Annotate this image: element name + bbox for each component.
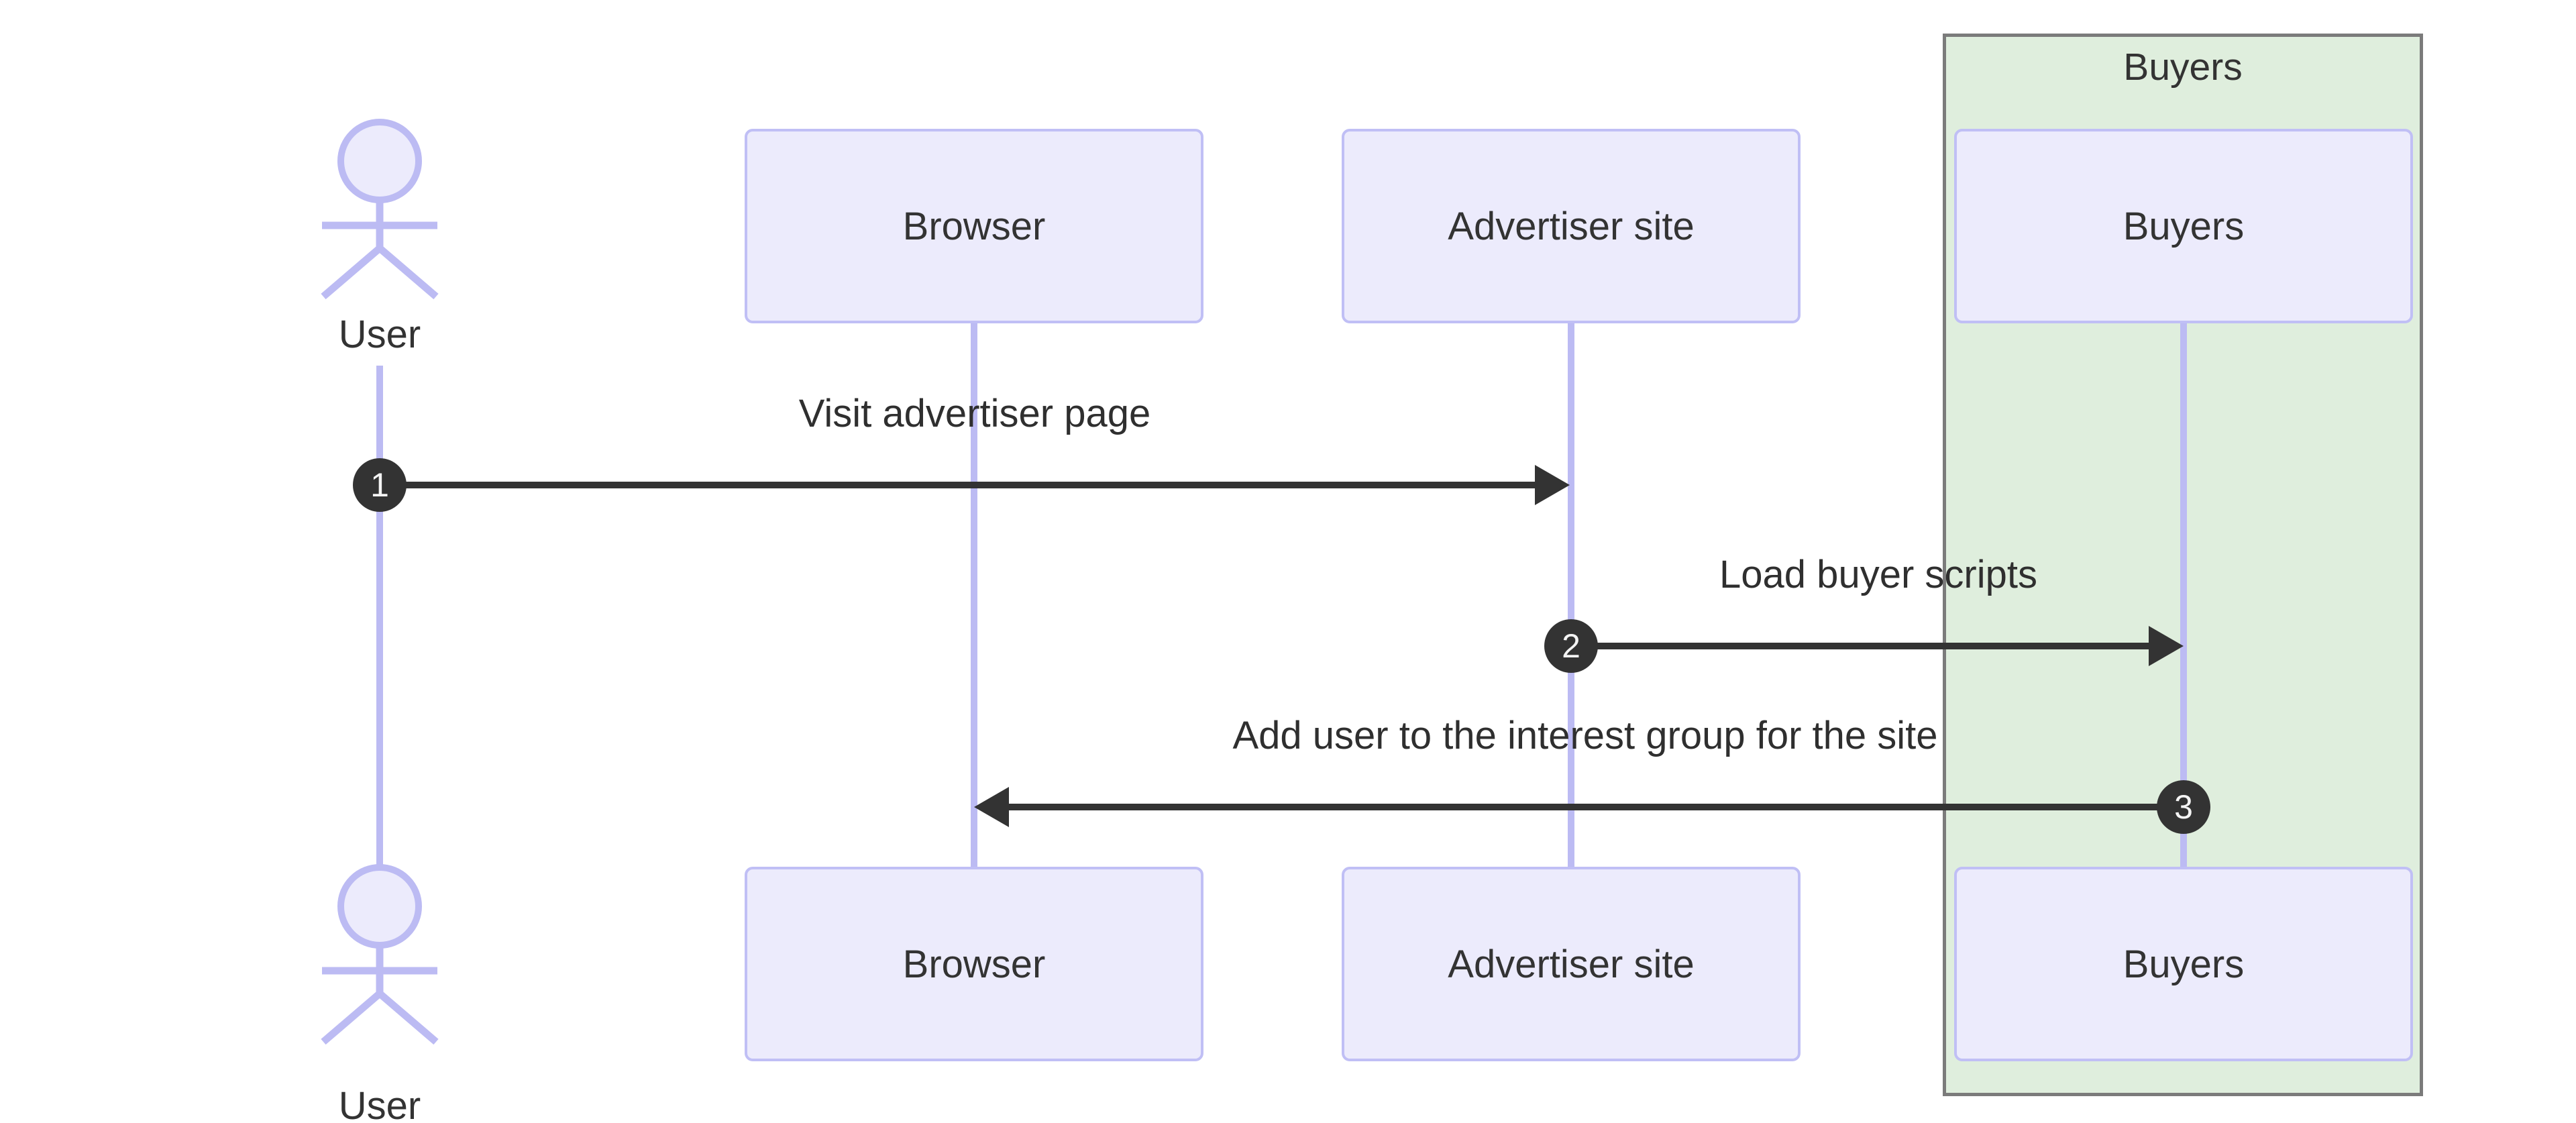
participant-label: Advertiser site: [1448, 942, 1695, 986]
participant-box-buyers-top: Buyers: [1954, 129, 2413, 323]
message-1-number-badge: 1: [353, 458, 407, 512]
message-2-line: [1571, 643, 2150, 649]
lifeline-browser: [971, 319, 977, 869]
message-3-arrowhead-icon: [974, 787, 1009, 827]
message-2-label: Load buyer scripts: [1719, 553, 2037, 596]
message-1-line: [380, 482, 1538, 488]
message-1-label: Visit advertiser page: [798, 392, 1151, 435]
participant-box-browser-bottom: Browser: [745, 867, 1203, 1061]
participant-box-browser-top: Browser: [745, 129, 1203, 323]
lifeline-advertiser: [1568, 319, 1574, 869]
user-actor-icon: [321, 864, 439, 1045]
user-actor-label-top: User: [338, 313, 421, 356]
participant-box-advertiser-bottom: Advertiser site: [1342, 867, 1801, 1061]
participant-label: Buyers: [2123, 204, 2245, 248]
buyers-group-title: Buyers: [2123, 46, 2243, 89]
user-actor-icon: [321, 119, 439, 300]
lifeline-user: [376, 366, 383, 865]
participant-label: Browser: [902, 942, 1046, 986]
participant-box-advertiser-top: Advertiser site: [1342, 129, 1801, 323]
message-1-arrowhead-icon: [1535, 465, 1570, 505]
message-3-label: Add user to the interest group for the s…: [1232, 714, 1938, 757]
participant-label: Advertiser site: [1448, 204, 1695, 248]
lifeline-buyers: [2180, 319, 2187, 869]
participant-label: Browser: [902, 204, 1046, 248]
message-2-arrowhead-icon: [2149, 626, 2184, 666]
participant-label: Buyers: [2123, 942, 2245, 986]
message-2-number-badge: 2: [1544, 619, 1598, 673]
participant-box-buyers-bottom: Buyers: [1954, 867, 2413, 1061]
message-3-number-badge: 3: [2157, 780, 2210, 834]
message-3-line: [1008, 804, 2184, 810]
user-actor-label-bottom: User: [338, 1084, 421, 1123]
